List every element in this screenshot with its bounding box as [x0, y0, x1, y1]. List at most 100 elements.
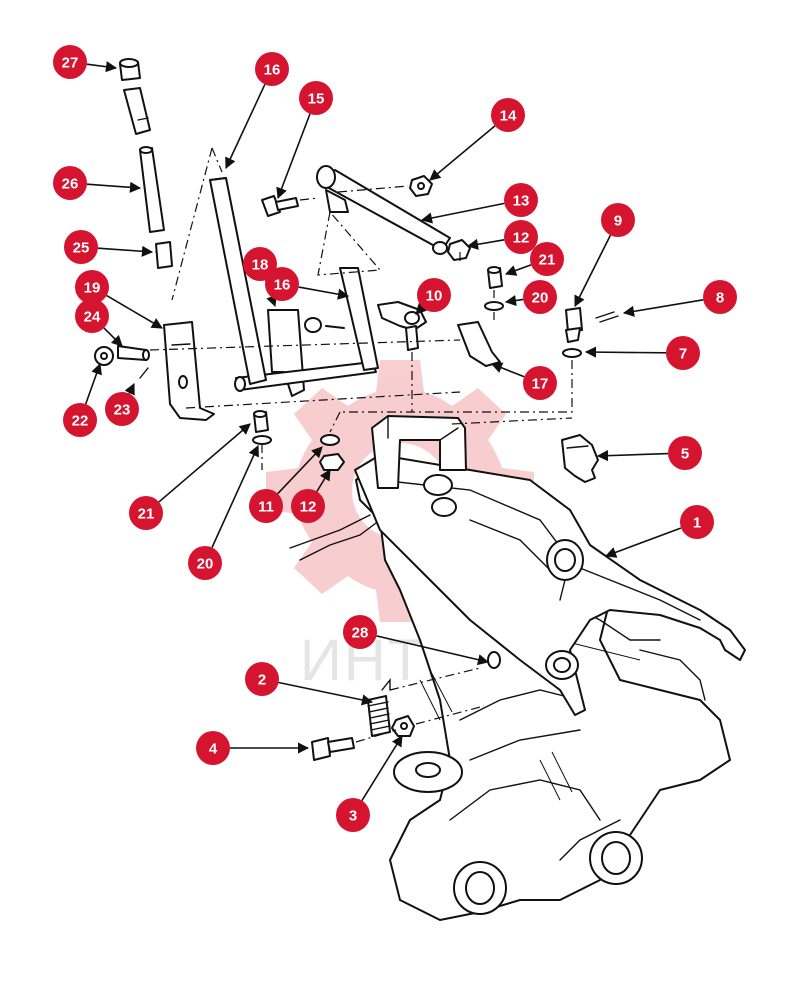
- callout-24: 24: [75, 299, 109, 333]
- callout-label: 16: [264, 62, 281, 79]
- callout-circle: [105, 392, 139, 426]
- callout-label: 21: [539, 252, 556, 269]
- leader-line-24: [103, 327, 123, 347]
- leader-line-5: [596, 450, 669, 462]
- callout-circle: [265, 267, 299, 301]
- callout-16: 16: [265, 267, 299, 301]
- callout-circle: [255, 52, 289, 86]
- callout-circle: [243, 247, 277, 281]
- leader-line-20: [211, 444, 259, 548]
- callout-circle: [504, 183, 538, 217]
- part-27-cap: [119, 58, 141, 81]
- callout-circle: [336, 798, 370, 832]
- callout-11: 11: [249, 489, 283, 523]
- callout-label: 18: [252, 257, 269, 274]
- callout-15: 15: [299, 81, 333, 115]
- leader-line-21: [158, 423, 251, 503]
- part-3-nut: [391, 715, 415, 737]
- leader-line-22: [84, 362, 102, 405]
- leader-line-15: [276, 113, 311, 200]
- callout-10: 10: [417, 278, 451, 312]
- leader-line-27: [86, 61, 118, 73]
- part-10-rod-end: [377, 301, 427, 351]
- pivot-pin-28: [487, 651, 501, 669]
- crossbar-shaft: [316, 165, 451, 255]
- leader-arrows: [84, 61, 704, 801]
- callout-20: 20: [523, 280, 557, 314]
- callout-label: 23: [114, 402, 131, 419]
- callout-circle: [75, 299, 109, 333]
- callout-label: 21: [138, 506, 155, 523]
- callout-label: 15: [308, 91, 325, 108]
- callout-label: 12: [513, 230, 530, 247]
- callout-label: 13: [513, 193, 530, 210]
- callout-label: 12: [300, 499, 317, 516]
- part-5-pad: [561, 434, 599, 483]
- leader-line-1: [604, 527, 682, 558]
- callout-label: 1: [693, 515, 701, 532]
- callout-circle: [291, 489, 325, 523]
- part-14-nut: [409, 175, 433, 197]
- callout-8: 8: [703, 280, 737, 314]
- callout-circle: [64, 230, 98, 264]
- callout-26: 26: [53, 166, 87, 200]
- callout-21: 21: [530, 242, 564, 276]
- leader-line-14: [429, 125, 496, 181]
- callout-circle: [523, 366, 557, 400]
- callout-label: 9: [614, 213, 622, 230]
- leader-line-16: [225, 84, 266, 170]
- callout-label: 24: [84, 309, 101, 326]
- part-2-spring: [367, 678, 391, 737]
- part-12-nut-upper: [447, 239, 471, 261]
- leader-line-13: [420, 202, 505, 224]
- callout-circle: [417, 278, 451, 312]
- part-21-20-upper: [484, 266, 504, 311]
- leader-line-12: [466, 238, 505, 250]
- callout-3: 3: [336, 798, 370, 832]
- callout-circle: [53, 45, 87, 79]
- part-22-24-23-hardware: [94, 345, 150, 379]
- callout-label: 4: [209, 741, 218, 758]
- callout-label: 3: [349, 808, 357, 825]
- leader-line-9: [574, 234, 612, 308]
- pedal-shaft-assembly: [163, 177, 501, 421]
- callout-label: 14: [500, 108, 517, 125]
- part-25-spring: [155, 241, 173, 269]
- callout-4: 4: [196, 731, 230, 765]
- callout-13: 13: [504, 183, 538, 217]
- part-tube: [123, 87, 151, 135]
- callout-circle: [249, 489, 283, 523]
- callout-19: 19: [75, 270, 109, 304]
- callout-28: 28: [343, 615, 377, 649]
- callout-label: 27: [62, 55, 79, 72]
- callout-circle: [530, 242, 564, 276]
- leader-line-25: [97, 245, 154, 257]
- callout-25: 25: [64, 230, 98, 264]
- assembly-centerlines: [149, 147, 573, 743]
- callout-12: 12: [504, 220, 538, 254]
- callout-20: 20: [188, 546, 222, 580]
- part-26-rod: [139, 146, 165, 233]
- callout-circle: [299, 81, 333, 115]
- leader-line-8: [622, 299, 704, 317]
- callout-18: 18: [243, 247, 277, 281]
- callout-16: 16: [255, 52, 289, 86]
- part-21-20-lower: [252, 410, 272, 445]
- callout-21: 21: [129, 496, 163, 530]
- part-9-7-8-hardware: [562, 307, 619, 358]
- leader-line-19: [106, 294, 163, 329]
- leader-line-26: [86, 181, 142, 193]
- callout-label: 2: [258, 672, 266, 689]
- leader-line-12: [316, 469, 331, 492]
- callout-label: 16: [274, 277, 291, 294]
- callout-circle: [491, 98, 525, 132]
- leader-line-21: [504, 264, 532, 276]
- callout-label: 11: [258, 499, 274, 516]
- callout-label: 20: [532, 290, 549, 307]
- callout-circle: [703, 280, 737, 314]
- part-15-bolt: [261, 195, 299, 217]
- callout-label: 28: [352, 625, 369, 642]
- part-4-bolt: [311, 737, 355, 761]
- leader-line-7: [584, 346, 667, 358]
